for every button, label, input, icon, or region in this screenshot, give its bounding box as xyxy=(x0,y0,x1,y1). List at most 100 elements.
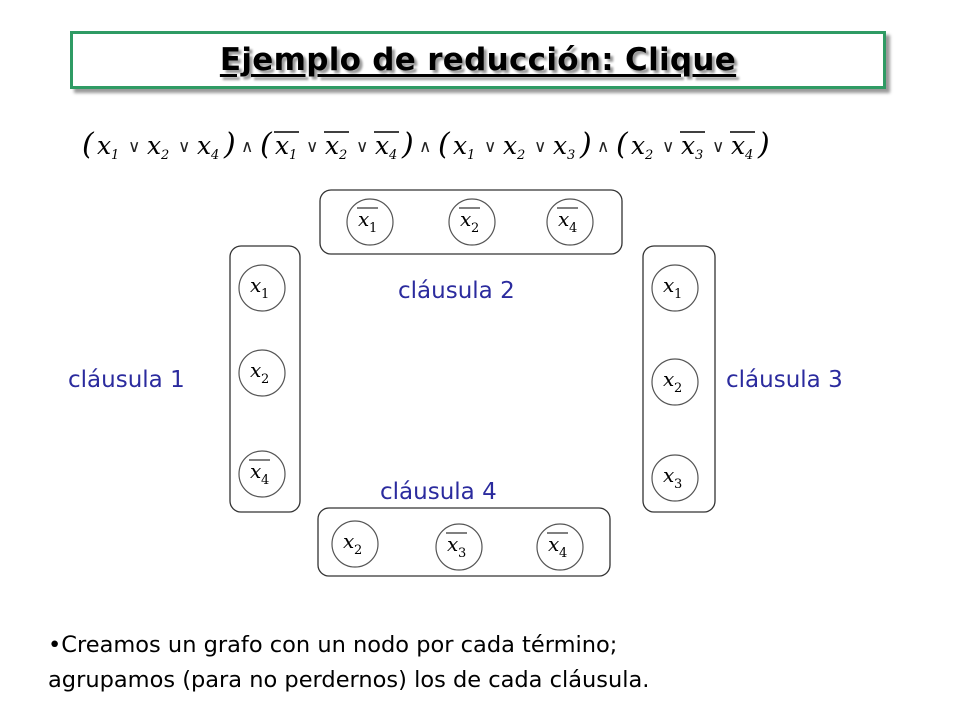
node-subscript: 2 xyxy=(674,381,682,396)
node-circle xyxy=(651,454,699,502)
or-symbol: ∨ xyxy=(306,137,318,157)
node-circle xyxy=(238,349,286,397)
formula-paren-open: ( xyxy=(82,127,95,162)
node-subscript: 2 xyxy=(261,372,269,387)
node-circle xyxy=(435,523,483,571)
node-subscript: 1 xyxy=(261,287,269,302)
formula-var: x xyxy=(147,131,161,160)
group-frame-clause3 xyxy=(642,245,716,513)
node-var: x xyxy=(663,463,674,487)
formula-paren-open: ( xyxy=(438,127,451,162)
and-symbol: ∧ xyxy=(241,137,253,157)
node-subscript: 2 xyxy=(471,221,479,236)
formula-subscript: 3 xyxy=(567,148,575,163)
formula-var: x xyxy=(731,131,745,160)
node-subscript: 1 xyxy=(674,287,682,302)
or-symbol: ∨ xyxy=(356,137,368,157)
node-subscript: 2 xyxy=(354,543,362,558)
node-subscript: 3 xyxy=(458,546,466,561)
formula-subscript: 2 xyxy=(338,148,347,163)
node-circle xyxy=(238,450,286,498)
and-symbol: ∧ xyxy=(597,137,609,157)
body-text: •Creamos un grafo con un nodo por cada t… xyxy=(48,628,928,698)
group-frame-clause4 xyxy=(317,507,611,577)
or-symbol: ∨ xyxy=(178,137,190,157)
formula-subscript: 3 xyxy=(695,148,703,163)
formula-paren-close: ) xyxy=(757,127,770,162)
formula-subscript: 2 xyxy=(644,148,653,163)
formula-paren-close: ) xyxy=(579,127,592,162)
or-symbol: ∨ xyxy=(712,137,724,157)
slide-title: Ejemplo de reducción: Clique xyxy=(219,42,737,78)
node-var: x xyxy=(548,532,559,556)
body-line-2: agrupamos (para no perdernos) los de cad… xyxy=(48,667,650,693)
label-clause1: cláusula 1 xyxy=(68,367,185,393)
node-circle xyxy=(651,264,699,312)
group-frame-clause2 xyxy=(319,189,623,255)
node-var: x xyxy=(663,273,674,297)
or-symbol: ∨ xyxy=(128,137,140,157)
node-circle xyxy=(238,264,286,312)
formula-var: x xyxy=(275,131,289,160)
group-frame-clause1 xyxy=(229,245,301,513)
node-circle xyxy=(536,523,584,571)
formula-paren-close: ) xyxy=(401,127,414,162)
label-clause4: cláusula 4 xyxy=(380,479,497,505)
node-var: x xyxy=(250,358,261,382)
formula-var: x xyxy=(197,131,211,160)
formula-subscript: 1 xyxy=(289,148,297,163)
formula-subscript: 2 xyxy=(516,148,525,163)
or-symbol: ∨ xyxy=(534,137,546,157)
formula-subscript: 2 xyxy=(160,148,169,163)
title-box: Ejemplo de reducción: Clique xyxy=(70,31,886,89)
node-circle xyxy=(546,198,594,246)
node-subscript: 3 xyxy=(674,477,682,492)
node-circle xyxy=(331,520,379,568)
formula-subscript: 1 xyxy=(467,148,475,163)
formula-paren-close: ) xyxy=(223,127,236,162)
node-var: x xyxy=(558,207,569,231)
node-circle xyxy=(346,198,394,246)
formula-var: x xyxy=(375,131,389,160)
node-subscript: 4 xyxy=(569,221,577,236)
node-var: x xyxy=(343,529,354,553)
node-var: x xyxy=(663,367,674,391)
node-subscript: 4 xyxy=(559,546,567,561)
node-circle xyxy=(448,198,496,246)
node-var: x xyxy=(250,273,261,297)
and-symbol: ∧ xyxy=(419,137,431,157)
label-clause3: cláusula 3 xyxy=(726,367,843,393)
formula-paren-open: ( xyxy=(260,127,273,162)
formula-subscript: 4 xyxy=(388,148,397,163)
node-var: x xyxy=(358,207,369,231)
or-symbol: ∨ xyxy=(662,137,674,157)
formula-var: x xyxy=(681,131,695,160)
or-symbol: ∨ xyxy=(484,137,496,157)
body-line-1-text: Creamos un grafo con un nodo por cada té… xyxy=(61,632,618,658)
formula-var: x xyxy=(97,131,111,160)
